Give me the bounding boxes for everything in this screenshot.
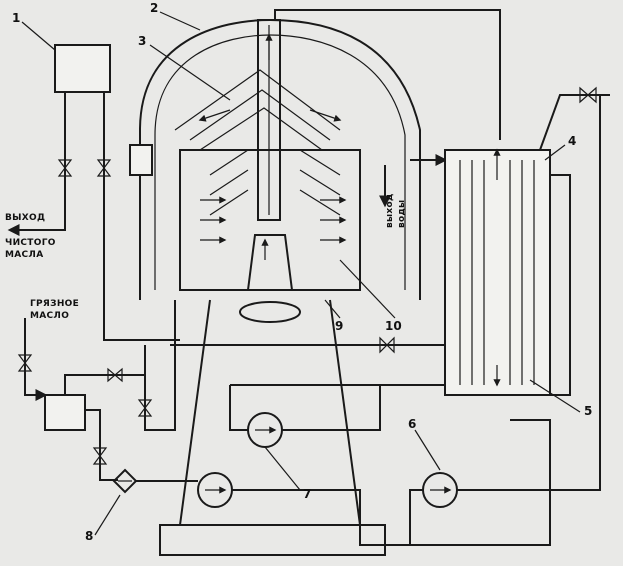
label-3: 3 xyxy=(138,34,146,48)
label-10: 10 xyxy=(385,319,402,333)
flow-arrows xyxy=(198,33,347,260)
tank-1 xyxy=(54,44,111,93)
pump7-upper-suction xyxy=(229,385,248,431)
valve-mixing xyxy=(137,399,153,417)
drive-cone xyxy=(246,234,294,291)
pump7-upper-discharge xyxy=(282,385,381,431)
label-7: 7 xyxy=(303,487,311,501)
dirty-oil-inlet-pipe xyxy=(24,318,48,401)
water-outlet-label-line2: воды xyxy=(397,200,407,229)
label-4: 4 xyxy=(568,134,576,148)
filter-8 xyxy=(112,468,138,494)
clean-oil-label-line1: ВЫХОД xyxy=(5,213,45,223)
top-connection-pipe xyxy=(274,9,501,140)
dirty-oil-label-line1: ГРЯЗНОЕ xyxy=(30,299,79,309)
disc-stack-3 xyxy=(174,69,341,216)
filter-feed-pipe xyxy=(85,409,118,481)
clean-oil-label-line3: МАСЛА xyxy=(5,250,43,260)
rotor-bearing xyxy=(239,301,301,323)
valve-heater-feed xyxy=(379,336,395,354)
dirty-oil-label-line2: МАСЛО xyxy=(30,311,69,321)
label-6: 6 xyxy=(408,417,416,431)
valve-bypass xyxy=(107,367,123,383)
pump7-lower-discharge xyxy=(232,419,551,546)
water-outlet-label-line1: выход xyxy=(385,193,395,228)
pump6-discharge xyxy=(457,95,601,491)
label-9: 9 xyxy=(335,319,343,333)
heat-exchanger-tubes xyxy=(459,160,535,385)
label-8: 8 xyxy=(85,529,93,543)
label-2: 2 xyxy=(150,1,158,15)
valve-clean-oil xyxy=(57,159,73,177)
central-tube xyxy=(257,19,281,221)
outlet-nozzle xyxy=(129,144,153,176)
valve-vent xyxy=(579,86,597,104)
valve-filter xyxy=(92,447,108,465)
pump6-suction xyxy=(409,489,423,545)
valve-tank-supply xyxy=(96,159,112,177)
dirty-oil-tank xyxy=(44,394,86,431)
base-plate xyxy=(159,524,386,556)
clean-oil-outlet-pipe xyxy=(7,92,66,236)
label-5: 5 xyxy=(584,404,592,418)
leader-lines xyxy=(21,11,581,536)
clean-oil-label-line2: ЧИСТОГО xyxy=(5,238,56,248)
valve-dirty-oil xyxy=(17,354,33,372)
bypass-pipe xyxy=(64,345,146,395)
tank-supply-pipe xyxy=(103,92,180,341)
separator-base xyxy=(178,299,362,526)
heat-exchanger-jacket xyxy=(549,174,571,396)
mixing-pipe xyxy=(144,300,176,431)
label-1: 1 xyxy=(12,11,20,25)
vent-pipe xyxy=(539,94,610,151)
